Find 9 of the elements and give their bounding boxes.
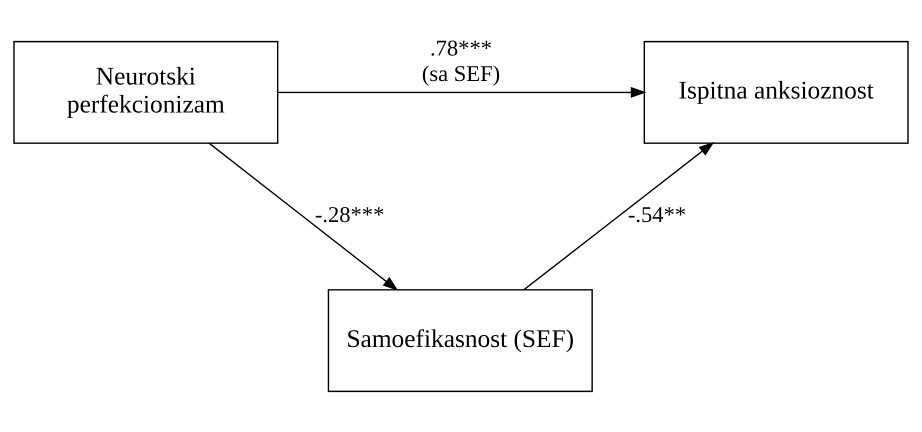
node-box: Neurotski perfekcionizam (13, 40, 278, 144)
edge-label: .78*** (sa SEF) (422, 34, 500, 86)
edge-label: -.54** (628, 201, 686, 226)
node-box: Ispitna anksioznost (644, 40, 909, 144)
node-box: Samoefikasnost (SEF) (328, 288, 593, 392)
arrow (208, 142, 398, 290)
edge-label: -.28*** (314, 201, 384, 226)
arrow (524, 141, 714, 290)
arrow (278, 86, 646, 98)
